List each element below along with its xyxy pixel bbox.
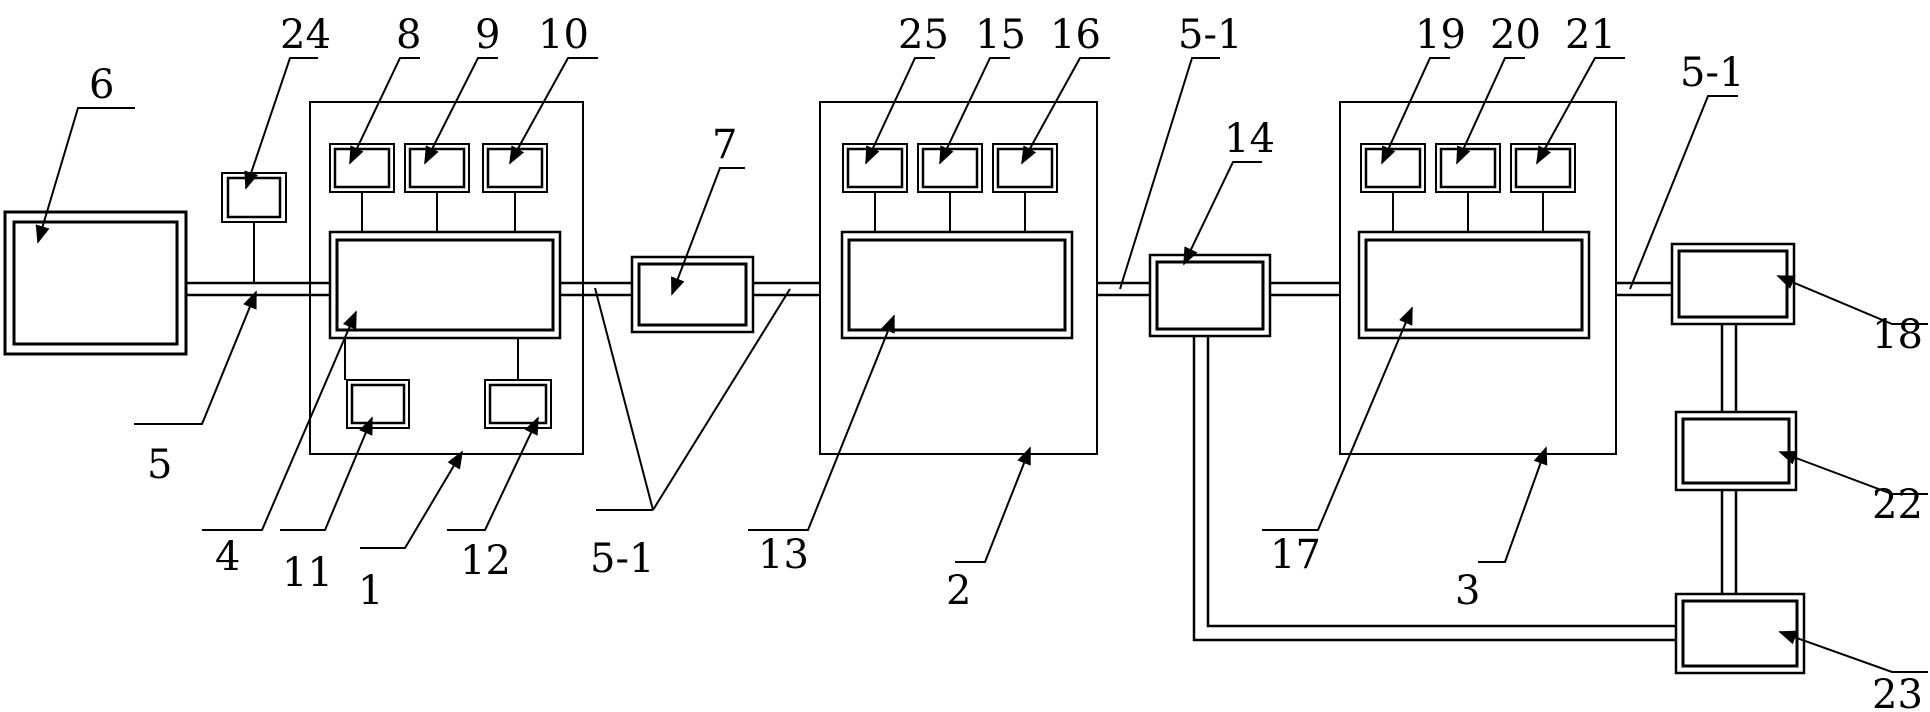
label-18: 18 <box>1872 312 1923 358</box>
label-1: 1 <box>358 568 383 614</box>
label-12: 12 <box>460 538 511 584</box>
part-labels: 6 24 8 9 10 5 4 11 12 1 5-1 7 25 15 16 1… <box>89 12 1923 712</box>
unit-2-enclosure <box>819 101 1098 455</box>
label-19: 19 <box>1415 12 1466 58</box>
label-17: 17 <box>1270 532 1321 578</box>
label-25: 25 <box>898 12 949 58</box>
label-2: 2 <box>946 568 971 614</box>
label-5-1-middle: 5-1 <box>1178 12 1242 58</box>
label-8: 8 <box>396 12 421 58</box>
enclosures <box>309 101 1617 455</box>
label-5-1-left: 5-1 <box>590 536 654 582</box>
label-16: 16 <box>1050 12 1101 58</box>
label-20: 20 <box>1490 12 1541 58</box>
label-4: 4 <box>215 534 240 580</box>
label-7: 7 <box>712 122 737 168</box>
label-10: 10 <box>538 12 589 58</box>
components <box>3 143 1806 675</box>
label-13: 13 <box>758 532 809 578</box>
unit-3-enclosure <box>1339 101 1617 455</box>
label-23: 23 <box>1872 672 1923 712</box>
label-24: 24 <box>280 12 331 58</box>
label-14: 14 <box>1224 116 1275 162</box>
label-5: 5 <box>147 442 172 488</box>
label-21: 21 <box>1565 12 1616 58</box>
unit-1-enclosure <box>309 101 584 455</box>
label-11: 11 <box>282 550 333 596</box>
label-3: 3 <box>1455 568 1480 614</box>
signal-lines <box>253 192 1544 380</box>
pipes <box>186 281 1738 642</box>
label-6: 6 <box>89 62 114 108</box>
label-15: 15 <box>975 12 1026 58</box>
label-5-1-right: 5-1 <box>1680 50 1744 96</box>
label-9: 9 <box>475 12 500 58</box>
label-22: 22 <box>1872 482 1923 528</box>
leader-lines <box>35 57 1928 673</box>
